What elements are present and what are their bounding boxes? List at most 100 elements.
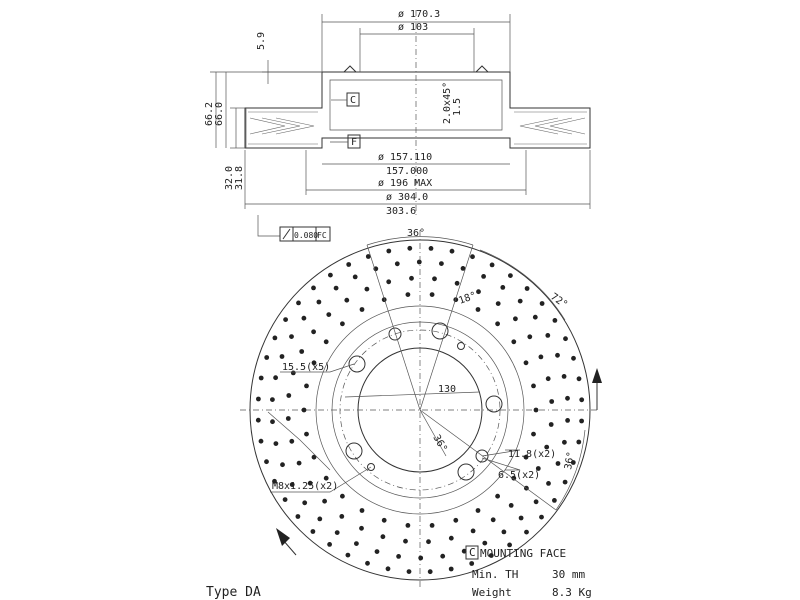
drill-hole [359,307,365,312]
drill-hole [344,297,350,303]
drill-hole [296,300,301,306]
drill-hole [406,569,412,574]
drill-hole [548,422,554,427]
tolerance-ref: FC [317,231,327,240]
drill-hole [273,441,279,446]
notes-block: C MOUNTING FACE Min. TH 30 mm Weight 8.3… [206,545,592,600]
drill-hole [396,554,401,559]
drill-hole [328,272,333,278]
drill-hole [513,316,518,322]
drill-hole [523,360,529,366]
drill-hole [323,339,329,345]
dim-hat-inner: ø 103 [398,22,428,33]
drill-hole [576,439,582,445]
drill-hole [403,538,408,544]
drill-hole [327,542,332,547]
drill-hole [453,297,459,303]
drill-hole [562,479,568,485]
drill-hole-pattern [255,245,585,575]
drill-hole [258,438,264,444]
angle-72: 72° [548,291,569,310]
dim-outer-1: ø 304.0 [386,192,428,203]
drill-hole [304,383,309,389]
drill-hole [495,493,500,499]
drill-hole [258,375,264,381]
drill-hole [289,438,295,444]
dim-mount-2: 157.000 [386,166,428,177]
drill-hole [289,334,294,339]
drill-hole [469,561,475,566]
drill-hole [272,478,277,484]
drill-hole [365,254,371,259]
drill-hole [571,355,576,361]
drill-hole [364,286,370,292]
drill-hole [374,549,380,554]
drill-hole [549,399,555,404]
drill-hole [475,508,481,513]
drill-hole [333,285,339,291]
small-hole-left [367,463,375,471]
drill-hole [539,514,544,520]
small-hole-top [388,327,402,341]
dim-outer-2: 303.6 [386,206,416,217]
note-min-th-value: 30 mm [552,568,585,581]
drill-hole [429,523,435,528]
drill-hole [380,534,386,540]
small-hole-right [457,342,465,350]
drill-hole [448,566,454,572]
drill-hole [311,360,317,366]
drill-hole [323,475,329,481]
drill-hole [405,523,411,528]
drill-hole [488,553,494,558]
dim-thickness-2: 31.8 [234,166,245,190]
drill-hole [461,548,467,554]
drill-hole [409,275,414,281]
drill-hole [579,397,585,403]
drill-hole [307,480,313,486]
drill-hole [524,529,529,535]
drill-hole [545,333,551,338]
note-weight-label: Weight [472,586,512,599]
drill-hole [531,383,536,389]
drill-hole [535,466,541,471]
drill-hole [295,514,301,519]
drill-hole [546,481,551,486]
drill-hole [289,482,295,487]
drill-hole [340,493,345,499]
drill-hole [340,321,345,327]
drill-hole [256,396,261,402]
drill-hole [552,498,557,503]
drill-hole [339,514,345,519]
note-mounting-face: MOUNTING FACE [480,547,566,560]
drill-hole [531,431,536,437]
drill-hole [532,314,538,320]
note-mounting-label: C [469,546,476,559]
rotation-arrow-right [592,368,602,410]
drill-hole [508,273,513,278]
drill-hole [555,461,561,466]
drill-hole [302,500,308,506]
label-hole-15: 15.5(x5) [282,362,330,373]
drill-hole [570,460,576,465]
front-view: 36° 18° 72° 36° 36° 15.5(x5) 130 11.8(x2… [240,228,602,590]
drill-hole [282,497,288,502]
drill-hole [539,301,545,306]
section-view: ø 170.3 ø 103 5.9 66.2 66.0 32.0 31.8 2.… [204,9,591,242]
drill-hole [286,393,292,398]
dim-max: ø 196 MAX [378,178,432,189]
drill-hole [386,248,392,254]
drill-hole [386,279,392,285]
ring-hatch-left [248,111,318,145]
drill-hole [576,376,582,382]
drill-hole [454,280,460,286]
angle-36-right: 36° [563,451,577,471]
drill-hole [579,418,584,424]
drill-hole [428,246,434,251]
drill-hole [523,454,529,460]
drill-hole [405,292,411,297]
dim-hat-outer: ø 170.3 [398,9,440,20]
drill-hole [470,528,476,534]
drill-hole [490,517,496,523]
drill-hole [316,299,322,305]
